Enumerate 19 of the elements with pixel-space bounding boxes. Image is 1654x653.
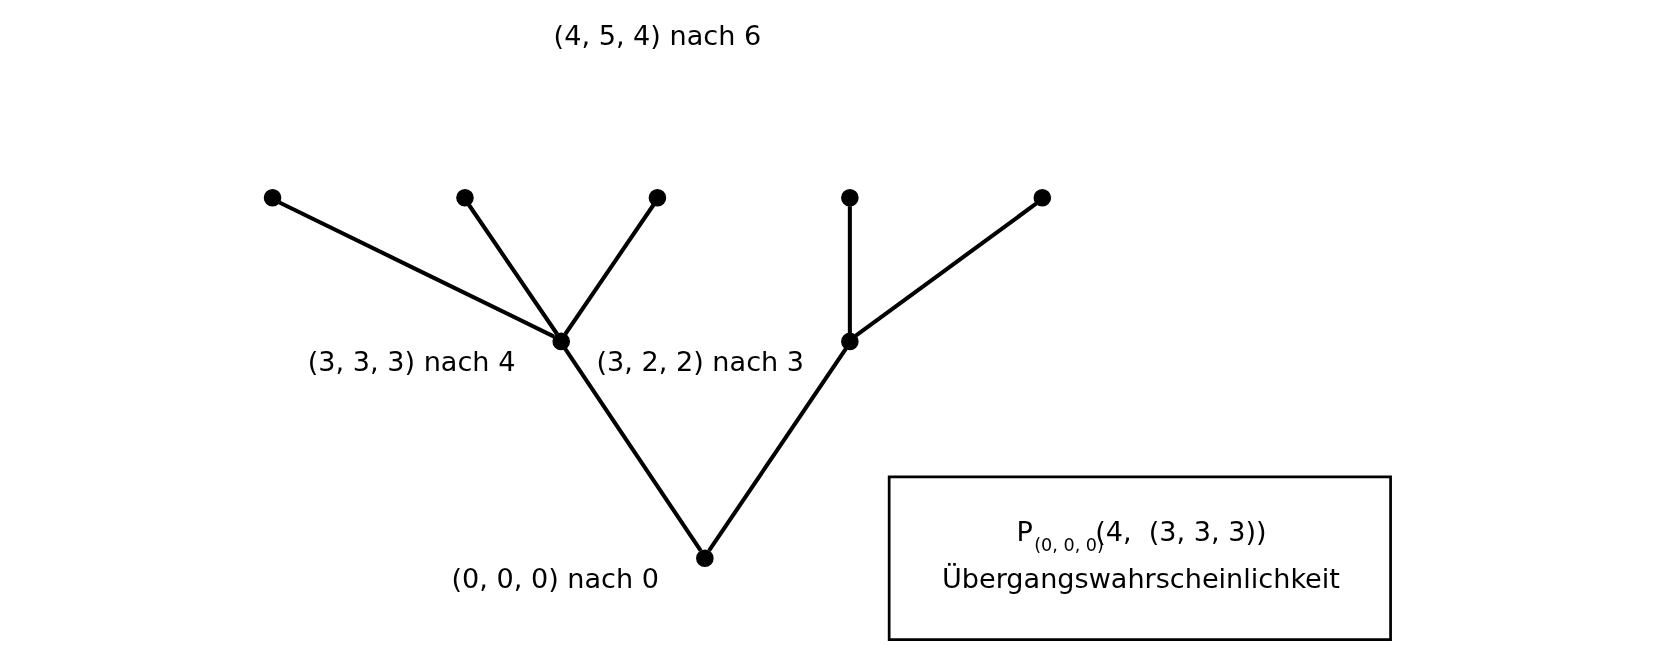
node-label: (3, 2, 2) nach 3 [595,346,804,378]
node-circle [1033,188,1051,207]
connector [854,201,1038,338]
node-circle [455,188,474,207]
node-circle [551,332,570,351]
connector [278,200,555,339]
node-label: (0, 0, 0) nach 0 [450,563,659,595]
connector [563,203,655,336]
connector [466,203,559,336]
connector [706,347,848,552]
connector [847,206,852,334]
node-label: (3, 3, 3) nach 4 [307,346,515,378]
node-circle [263,188,281,207]
node-circle [840,332,859,351]
label: (4, 5, 4) nach 6 [553,19,761,51]
connector [562,347,702,552]
node-circle [648,188,666,207]
node-circle [840,188,859,207]
node-circle [695,549,714,568]
